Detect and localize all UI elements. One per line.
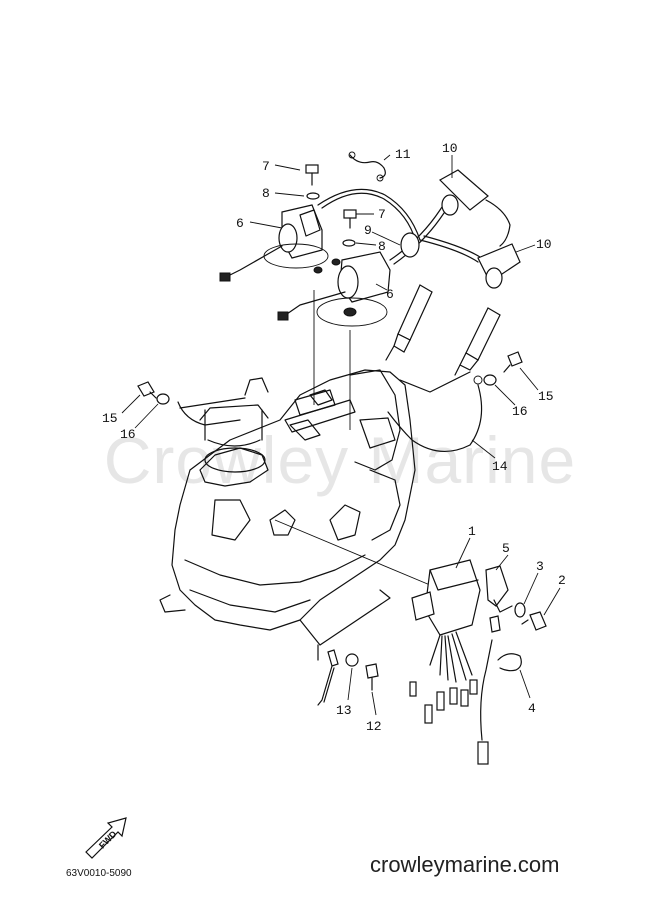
callout-7-upper: 7 xyxy=(262,159,270,174)
cdi-bracket xyxy=(485,565,547,631)
callout-8-upper: 8 xyxy=(262,186,270,201)
alignment-lines xyxy=(274,290,431,586)
callout-15-right: 15 xyxy=(538,389,554,404)
callout-12: 12 xyxy=(366,719,382,734)
site-url: crowleymarine.com xyxy=(370,852,560,877)
callout-14: 14 xyxy=(492,459,508,474)
drawing-code: 63V0010-5090 xyxy=(66,868,132,879)
callout-3: 3 xyxy=(536,559,544,574)
callout-9: 9 xyxy=(364,223,372,238)
spark-plug-leads xyxy=(317,169,521,289)
callout-4: 4 xyxy=(528,701,536,716)
callout-10-upper: 10 xyxy=(442,141,458,156)
callout-6-lower: 6 xyxy=(386,287,394,302)
ignition-coil-lower xyxy=(277,251,391,327)
engine-block xyxy=(159,369,416,661)
coil-bolts xyxy=(305,164,357,274)
callout-5: 5 xyxy=(502,541,510,556)
callout-13: 13 xyxy=(336,703,352,718)
callout-10-lower: 10 xyxy=(536,237,552,252)
wire-clip xyxy=(348,151,386,182)
ground-bolts xyxy=(137,351,523,426)
callout-2: 2 xyxy=(558,573,566,588)
callout-15-left: 15 xyxy=(102,411,118,426)
callout-11: 11 xyxy=(395,147,411,162)
leader-lines xyxy=(121,154,561,716)
callout-6-upper: 6 xyxy=(236,216,244,231)
ignition-coil-upper xyxy=(219,204,329,282)
callout-1: 1 xyxy=(468,524,476,539)
callout-labels: 7 8 6 7 9 8 6 11 10 10 15 16 15 16 14 1 … xyxy=(102,141,566,734)
spark-plugs xyxy=(385,284,501,376)
cable-clip xyxy=(497,653,522,672)
cdi-unit xyxy=(409,559,501,765)
forward-direction-arrow: FWD xyxy=(85,817,127,859)
ground-lead xyxy=(317,649,379,706)
callout-7-lower: 7 xyxy=(378,207,386,222)
callout-8-lower: 8 xyxy=(378,239,386,254)
ground-wire xyxy=(387,371,483,453)
callout-16-left: 16 xyxy=(120,427,136,442)
callout-16-right: 16 xyxy=(512,404,528,419)
watermark: Crowley Marine xyxy=(103,423,577,497)
